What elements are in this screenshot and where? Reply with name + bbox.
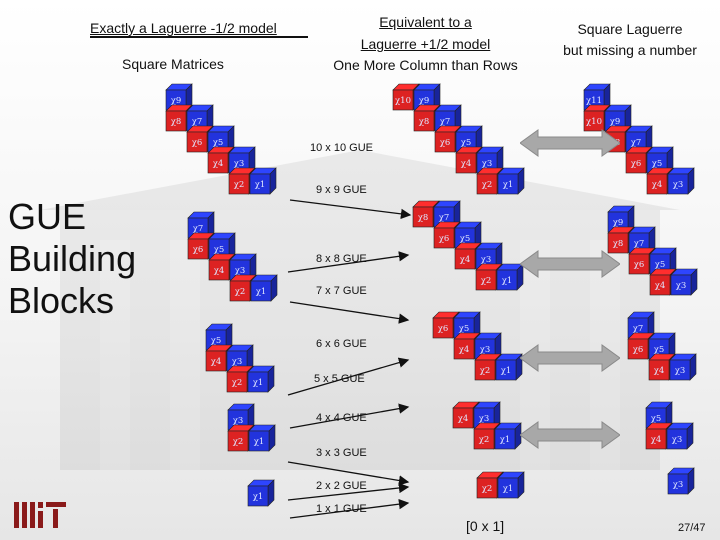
double-arrow-4 <box>520 420 620 450</box>
bracket-label: [0 x 1] <box>466 518 504 534</box>
arrow-3x3 <box>288 462 408 482</box>
arrow-1x1 <box>290 503 408 518</box>
arrow-9x9 <box>290 200 410 215</box>
arrow-5x5 <box>288 360 408 395</box>
double-arrow-2 <box>520 249 620 279</box>
double-arrow-1 <box>520 128 620 158</box>
double-arrow-3 <box>520 343 620 373</box>
page-number: 27/47 <box>678 522 706 534</box>
arrow-2x2 <box>288 487 408 500</box>
arrow-4x4 <box>290 407 408 428</box>
arrow-7x7 <box>290 302 408 320</box>
mit-logo <box>14 500 70 530</box>
arrow-8x8 <box>288 255 408 272</box>
